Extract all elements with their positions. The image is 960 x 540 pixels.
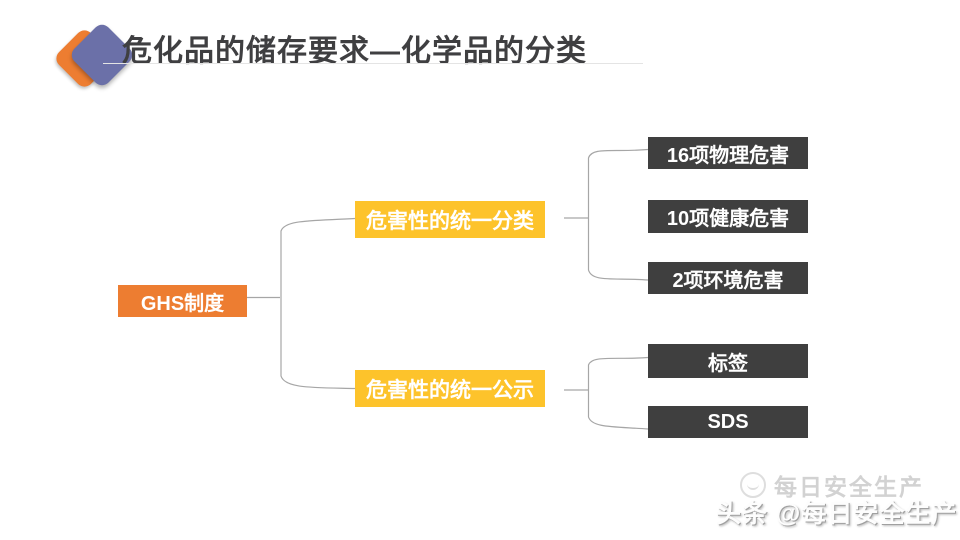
node-label: 标签 [648, 344, 808, 378]
node-unified-classification: 危害性的统一分类 [355, 201, 545, 238]
connector-branch2-bracket [587, 356, 649, 430]
connector-branch1-bracket [587, 148, 649, 281]
watermark-faint: 每日安全生产 [740, 468, 924, 502]
node-physical-hazards: 16项物理危害 [648, 137, 808, 169]
node-health-hazards: 10项健康危害 [648, 200, 808, 233]
node-sds: SDS [648, 406, 808, 438]
watermark-logo-icon [740, 472, 766, 498]
node-unified-communication: 危害性的统一公示 [355, 370, 545, 407]
connector-root-bracket [280, 217, 356, 390]
watermark-byline: 每日安全生产 [774, 474, 924, 500]
node-environment-hazards: 2项环境危害 [648, 262, 808, 294]
node-ghs-system: GHS制度 [118, 285, 247, 317]
page-title: 危化品的储存要求—化学品的分类 [122, 35, 587, 68]
title-divider [103, 63, 643, 64]
watermark-credit: 头条 @每日安全生产 [716, 500, 958, 528]
